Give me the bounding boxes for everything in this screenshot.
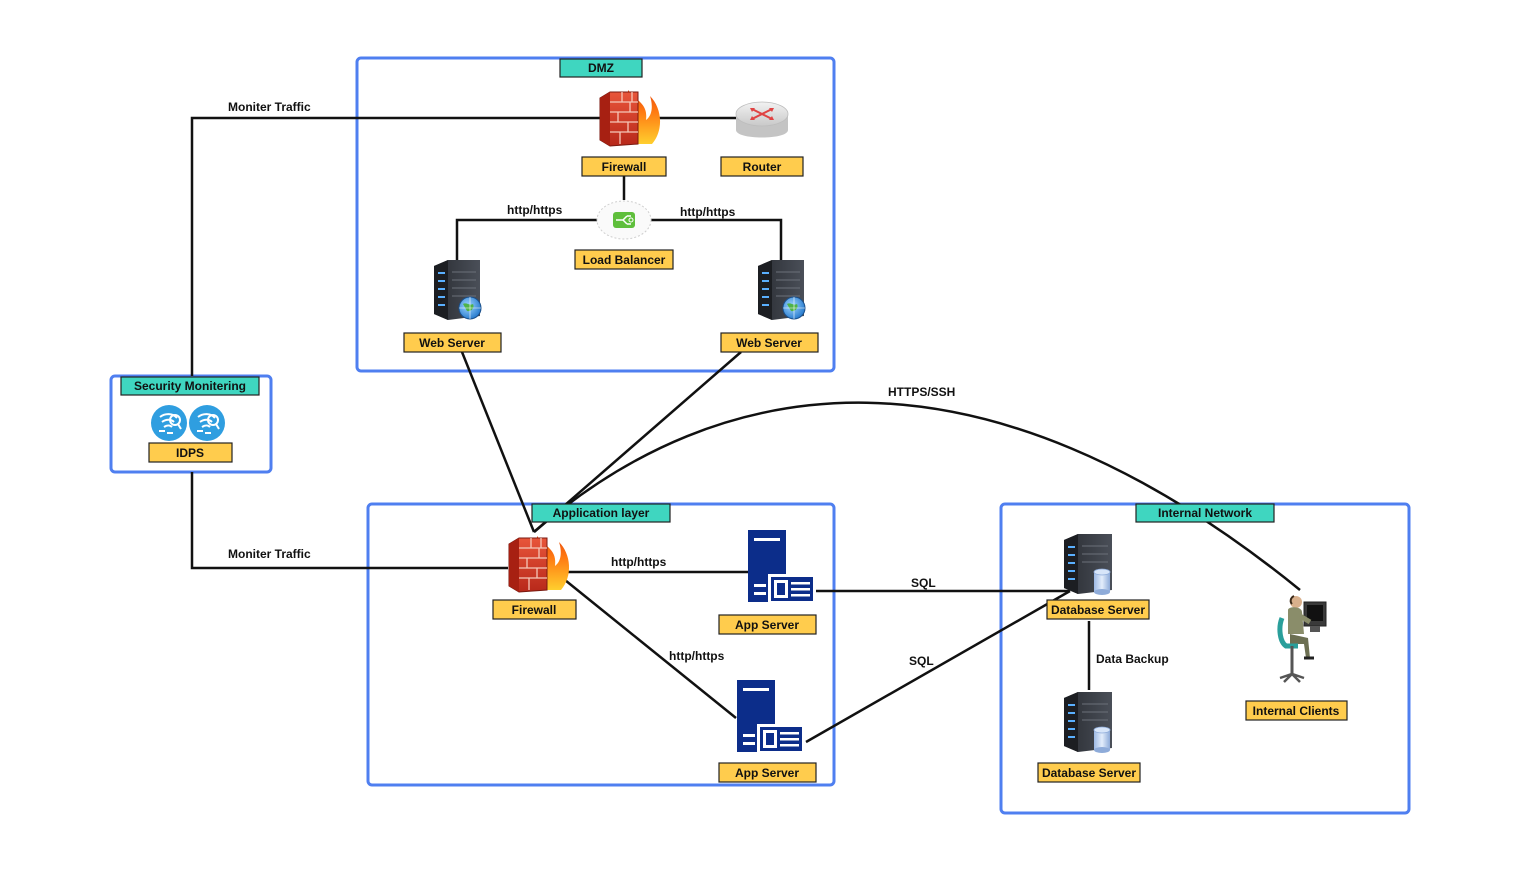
edge-sql-2 bbox=[805, 589, 1071, 744]
svg-text:Database Server: Database Server bbox=[1042, 766, 1136, 780]
edge-lb-web1 bbox=[455, 218, 598, 262]
load-balancer-icon bbox=[596, 200, 652, 240]
label-app-server-2: App Server bbox=[718, 762, 817, 783]
label-app-server-1: App Server bbox=[718, 614, 817, 635]
firewall-icon bbox=[599, 89, 661, 147]
svg-text:Web Server: Web Server bbox=[419, 336, 485, 350]
zone-label-internal-network: Internal Network bbox=[1135, 503, 1275, 523]
edge-label-sql-2: SQL bbox=[909, 654, 934, 668]
database-server-1-icon bbox=[1063, 533, 1113, 596]
svg-text:Internal Clients: Internal Clients bbox=[1253, 704, 1340, 718]
svg-text:Security Monitering: Security Monitering bbox=[134, 379, 246, 393]
edge-label-monitor-top: Moniter Traffic bbox=[228, 100, 311, 114]
svg-text:Internal Network: Internal Network bbox=[1158, 506, 1252, 520]
web-server-2-icon bbox=[757, 259, 806, 321]
edge-label-fw-app1: http/https bbox=[611, 555, 667, 569]
database-server-2-icon bbox=[1063, 691, 1113, 754]
svg-text:DMZ: DMZ bbox=[588, 61, 614, 75]
label-web-server-1: Web Server bbox=[403, 332, 502, 353]
svg-text:Router: Router bbox=[743, 160, 782, 174]
edge-label-data-backup: Data Backup bbox=[1096, 652, 1169, 666]
label-internal-clients: Internal Clients bbox=[1245, 700, 1348, 721]
svg-text:Database Server: Database Server bbox=[1051, 603, 1145, 617]
label-idps: IDPS bbox=[148, 442, 233, 463]
svg-text:Firewall: Firewall bbox=[602, 160, 647, 174]
label-load-balancer: Load Balancer bbox=[574, 249, 674, 270]
svg-text:Load Balancer: Load Balancer bbox=[583, 253, 666, 267]
svg-text:IDPS: IDPS bbox=[176, 446, 204, 460]
label-router: Router bbox=[720, 156, 804, 177]
label-dmz-firewall: Firewall bbox=[581, 156, 667, 177]
zone-dmz bbox=[355, 56, 836, 373]
label-web-server-2: Web Server bbox=[720, 332, 819, 353]
edge-monitor-top bbox=[190, 116, 604, 376]
edge-label-sql-1: SQL bbox=[911, 576, 936, 590]
svg-text:Firewall: Firewall bbox=[512, 603, 557, 617]
app-firewall-icon bbox=[508, 535, 570, 593]
idps-icon-1 bbox=[150, 404, 188, 442]
label-database-server-1: Database Server bbox=[1046, 599, 1150, 620]
svg-text:App Server: App Server bbox=[735, 618, 799, 632]
label-app-firewall: Firewall bbox=[492, 599, 577, 620]
edge-label-https-ssh: HTTPS/SSH bbox=[888, 385, 955, 399]
edge-monitor-bottom bbox=[190, 472, 508, 570]
app-server-1-icon bbox=[748, 530, 816, 604]
svg-text:App Server: App Server bbox=[735, 766, 799, 780]
edge-label-monitor-bottom: Moniter Traffic bbox=[228, 547, 311, 561]
zone-label-application-layer: Application layer bbox=[531, 503, 671, 523]
idps-icon-2 bbox=[188, 404, 226, 442]
edge-label-lb-web2: http/https bbox=[680, 205, 736, 219]
edge-label-fw-app2: http/https bbox=[669, 649, 725, 663]
edge-label-lb-web1: http/https bbox=[507, 203, 563, 217]
router-icon bbox=[735, 101, 789, 138]
edge-web1-appfw bbox=[460, 351, 536, 533]
app-server-2-icon bbox=[737, 680, 805, 754]
edge-lb-web2 bbox=[650, 218, 783, 262]
label-database-server-2: Database Server bbox=[1037, 762, 1141, 783]
svg-text:Web Server: Web Server bbox=[736, 336, 802, 350]
edge-https-ssh bbox=[533, 401, 1301, 591]
edge-web2-appfw bbox=[533, 351, 742, 533]
edge-fw-app2 bbox=[559, 575, 737, 719]
web-server-1-icon bbox=[433, 259, 482, 321]
zone-label-security-monitoring: Security Monitering bbox=[120, 376, 260, 396]
svg-text:Application layer: Application layer bbox=[553, 506, 650, 520]
workstation-user-icon bbox=[1277, 595, 1327, 683]
zone-label-dmz: DMZ bbox=[559, 58, 643, 78]
